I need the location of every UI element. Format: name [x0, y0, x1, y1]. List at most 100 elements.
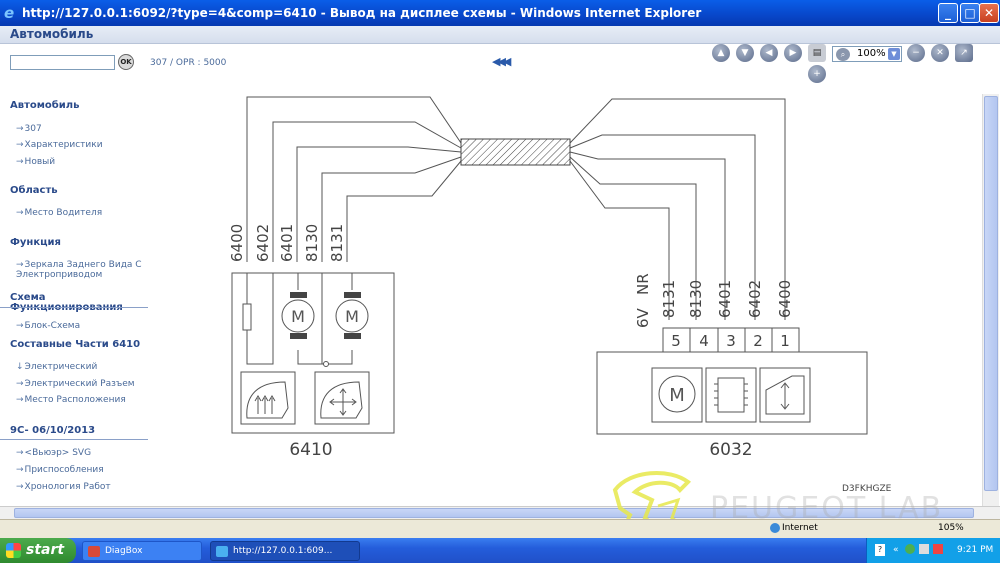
sidebar-item-work-history[interactable]: →Хронология Работ — [16, 482, 111, 492]
sidebar-item-driver-seat[interactable]: →Место Водителя — [16, 208, 103, 218]
close-icon[interactable]: ✕ — [931, 44, 949, 62]
motor-icon: M — [335, 292, 369, 339]
breadcrumb: 307 / OPR : 5000 — [150, 58, 227, 68]
search-input[interactable] — [10, 55, 115, 70]
minus-icon[interactable]: − — [907, 44, 925, 62]
wire-label: 6402 — [746, 280, 764, 318]
pin-label: 5 — [671, 332, 681, 350]
wire-bundle — [460, 138, 571, 166]
sidebar-item-tools[interactable]: →Приспособления — [16, 465, 104, 475]
wire — [296, 146, 462, 262]
rewind-icon[interactable]: ◀◀◀ — [492, 55, 511, 68]
tray-app-icon[interactable] — [919, 544, 929, 554]
wiring-diagram: M M 6400 6402 6401 8130 8131 6410 5 4 3 … — [228, 96, 892, 494]
start-button[interactable]: start — [0, 538, 76, 563]
maximize-button[interactable]: □ — [960, 3, 980, 23]
zoom-value: 100% — [857, 48, 886, 59]
pin-label: 1 — [780, 332, 790, 350]
ie-icon — [216, 546, 228, 557]
sidebar-item-svg-viewer[interactable]: →<Вьюэр> SVG — [16, 448, 92, 458]
wire — [246, 96, 462, 262]
status-zoom[interactable]: 105% — [938, 523, 964, 533]
close-window-button[interactable]: ✕ — [979, 3, 999, 23]
print-icon[interactable]: ▤ — [808, 44, 826, 62]
globe-icon — [770, 523, 780, 533]
component-6410-box — [231, 272, 395, 434]
arrow-down-icon: ↓ — [16, 362, 24, 372]
up-icon[interactable]: ▲ — [712, 44, 730, 62]
label-6v: 6V — [634, 307, 652, 328]
task-ie[interactable]: http://127.0.0.1:609... — [210, 541, 360, 561]
app-header-title: Автомобиль — [10, 27, 94, 41]
ok-button[interactable]: OK — [118, 54, 134, 70]
svg-text:M: M — [291, 307, 305, 326]
vertical-scrollbar[interactable] — [982, 94, 999, 506]
sidebar-item-307[interactable]: →307 — [16, 124, 42, 134]
zoom-select[interactable]: ⌕ 100% ▼ — [832, 46, 902, 62]
component-label-6032: 6032 — [709, 440, 752, 460]
wire-label: 8131 — [328, 224, 346, 262]
sidebar-section-title: Схема Функционирования — [0, 293, 148, 313]
component-label-6410: 6410 — [289, 440, 332, 460]
minimize-button[interactable]: _ — [938, 3, 958, 23]
arrow-right-icon: → — [16, 465, 24, 475]
wire — [569, 134, 756, 320]
sidebar-item-block-scheme[interactable]: →Блок-Схема — [16, 321, 81, 331]
sidebar-item-mirrors[interactable]: →Зеркала Заднего Вида С Электроприводом — [16, 260, 142, 280]
window-title-bar: e http://127.0.0.1:6092/?type=4&comp=641… — [0, 0, 1000, 26]
diagram-reference: D3FKHGZE — [842, 484, 892, 494]
pin-label: 4 — [699, 332, 709, 350]
wire-label: 6401 — [278, 224, 296, 262]
scroll-thumb[interactable] — [14, 508, 974, 518]
help-icon[interactable]: ? — [875, 544, 885, 556]
heated-mirror-icon — [240, 371, 296, 425]
chevron-down-icon: ▼ — [888, 48, 900, 60]
network-icon[interactable] — [905, 544, 915, 554]
arrow-right-icon: → — [16, 208, 24, 218]
sidebar: Автомобиль →307 →Характеристики →Новый О… — [0, 94, 170, 506]
chip-icon — [705, 367, 757, 423]
wire-label: 6402 — [254, 224, 272, 262]
sidebar-item-electrical[interactable]: ↓Электрический — [16, 362, 98, 372]
wire — [569, 160, 670, 320]
down-icon[interactable]: ▼ — [736, 44, 754, 62]
sidebar-section-title: Функция — [10, 237, 61, 248]
right-icon[interactable]: ▶ — [784, 44, 802, 62]
left-icon[interactable]: ◀ — [760, 44, 778, 62]
arrow-right-icon: → — [16, 448, 24, 458]
security-icon[interactable] — [933, 544, 943, 554]
resistor — [242, 303, 252, 331]
arrow-right-icon: → — [16, 140, 24, 150]
connector-6032 — [662, 327, 800, 353]
sidebar-section-title: Составные Части 6410 — [10, 339, 141, 350]
label-nr: NR — [634, 273, 652, 295]
sidebar-item-characteristics[interactable]: →Характеристики — [16, 140, 103, 150]
taskbar: start DiagBox http://127.0.0.1:609... ? … — [0, 538, 1000, 563]
wire — [272, 121, 462, 262]
task-diagbox[interactable]: DiagBox — [82, 541, 202, 561]
wire — [321, 156, 462, 262]
plus-icon[interactable]: + — [808, 65, 826, 83]
app-header: Автомобиль — [0, 26, 1000, 44]
arrow-right-icon: → — [16, 157, 24, 167]
pin-label: 3 — [726, 332, 736, 350]
pin-label: 2 — [753, 332, 763, 350]
sidebar-section-title: Область — [10, 185, 58, 196]
sidebar-item-electrical-connector[interactable]: →Электрический Разъем — [16, 379, 135, 389]
wire — [569, 151, 726, 320]
arrow-right-icon: → — [16, 395, 24, 405]
windows-logo-icon — [6, 543, 21, 558]
scroll-thumb[interactable] — [984, 96, 998, 491]
export-icon[interactable]: ↗ — [955, 44, 973, 62]
sidebar-item-location[interactable]: →Место Расположения — [16, 395, 126, 405]
horizontal-scrollbar[interactable] — [0, 506, 1000, 519]
back-icon[interactable]: « — [893, 545, 899, 555]
sidebar-item-new[interactable]: →Новый — [16, 157, 56, 167]
zoom-search-icon: ⌕ — [836, 48, 850, 61]
mirror-adjust-icon — [314, 371, 370, 425]
arrow-right-icon: → — [16, 124, 24, 134]
clock: 9:21 PM — [957, 545, 994, 555]
sidebar-section-title: 9C- 06/10/2013 — [0, 425, 149, 440]
arrow-right-icon: → — [16, 260, 24, 270]
wire-label: 6400 — [228, 224, 246, 262]
